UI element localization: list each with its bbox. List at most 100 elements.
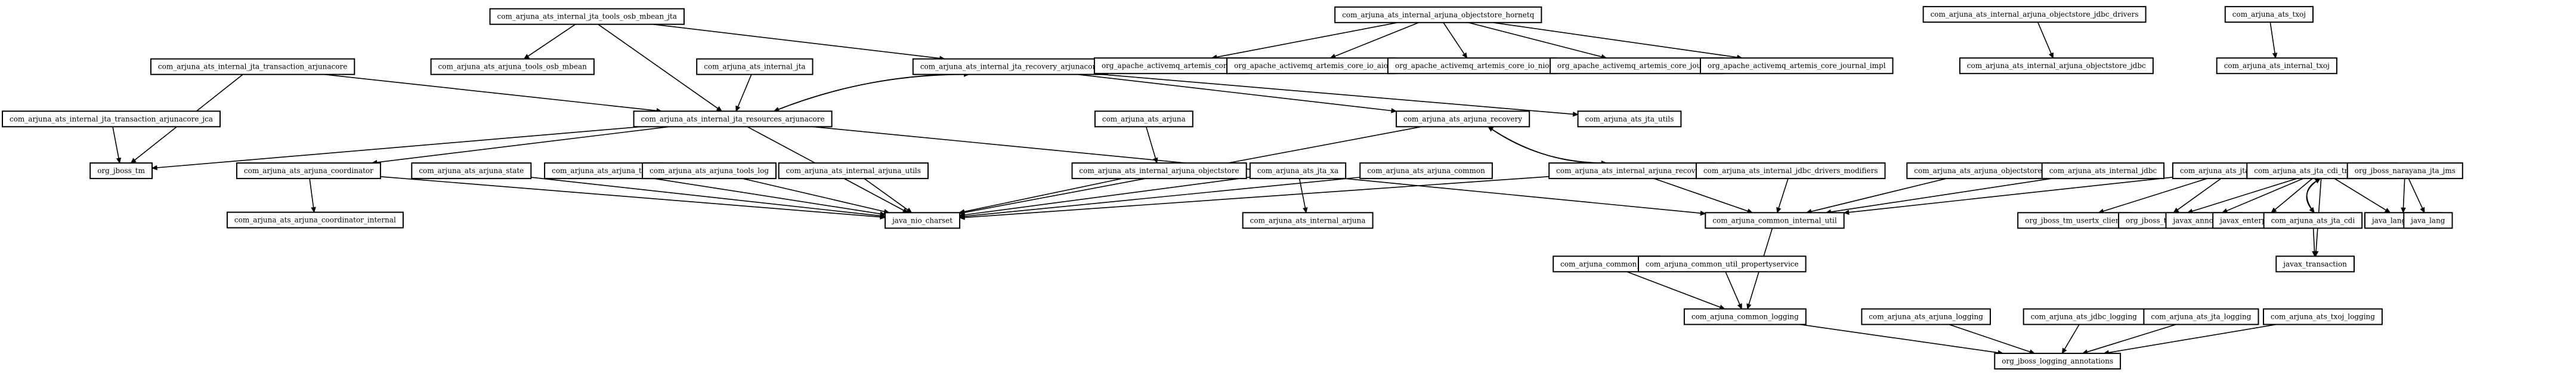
arrowhead — [2401, 207, 2406, 214]
package-node: com_arjuna_ats_internal_arjuna_objectsto… — [1334, 6, 1542, 23]
dependency-edge — [151, 126, 642, 171]
edge-line — [1949, 323, 2030, 353]
package-node: org_jboss_logging_annotations — [1994, 353, 2122, 370]
package-node: com_arjuna_ats_internal_arjuna_objectsto… — [1959, 57, 2154, 75]
package-node: com_arjuna_ats_internal_jta_resources_ar… — [633, 110, 833, 128]
node-box — [2041, 162, 2165, 180]
dependency-edge — [958, 176, 1550, 220]
dependency-edge — [1653, 178, 1754, 214]
package-node: com_arjuna_ats_arjuna_tools_osb_mbean — [430, 58, 595, 75]
dependency-edge — [774, 72, 970, 112]
package-node: com_arjuna_ats_arjuna_coordinator — [236, 162, 381, 180]
node-label: java_nio_charset — [891, 216, 953, 224]
edge-line — [964, 176, 1550, 218]
package-node: com_arjuna_ats_internal_jta_recovery_arj… — [912, 58, 1108, 75]
package-node: com_arjuna_common_util_propertyservice — [1638, 255, 1807, 273]
edge-line — [964, 177, 1360, 217]
package-node: org_apache_activemq_artemis_core_journal… — [1700, 57, 1894, 75]
edge-line — [527, 24, 576, 57]
package-node: com_arjuna_ats_internal_arjuna_utils — [778, 162, 929, 180]
node-label: javax_transaction — [2282, 260, 2347, 268]
node-box — [1396, 110, 1530, 128]
package-node: com_arjuna_ats_internal_jta — [696, 58, 814, 75]
dependency-edge — [2103, 323, 2277, 355]
edge-line — [778, 73, 969, 110]
package-node: com_arjuna_ats_arjuna_common — [1359, 162, 1493, 180]
arrowhead — [906, 207, 913, 214]
edge-line — [2402, 178, 2405, 208]
node-label: org_jboss_tm — [97, 167, 145, 175]
edge-line — [1626, 271, 1721, 308]
node-label: com_arjuna_ats_internal_txoj — [2224, 61, 2330, 70]
arrowhead — [1700, 210, 1706, 216]
node-label: com_arjuna_ats_internal_jdbc — [2049, 167, 2157, 175]
node-label: com_arjuna_ats_jta_xa — [1257, 167, 1338, 175]
dependency-edge — [1487, 126, 1607, 164]
dependency-edge — [1825, 178, 2052, 215]
node-box — [885, 212, 961, 229]
edge-line — [309, 178, 314, 208]
node-label: org_apache_activemq_artemis_core_io_aio — [1234, 61, 1388, 70]
node-box — [1334, 6, 1542, 23]
package-node: org_jboss_tm — [89, 162, 153, 180]
dependency-edge — [958, 178, 1122, 214]
node-label: com_arjuna_ats_arjuna_coordinator_intern… — [234, 216, 396, 224]
dependency-edge — [1799, 323, 2004, 356]
package-node: com_arjuna_ats_internal_arjuna — [1242, 212, 1374, 229]
arrowhead — [958, 209, 965, 214]
dependency-edge — [2312, 228, 2317, 257]
edge-line — [1216, 22, 1398, 58]
arrowhead — [1303, 207, 1308, 214]
dependency-edge — [380, 176, 886, 220]
arrowhead — [1487, 126, 1494, 132]
package-node: com_arjuna_ats_jta_utils — [1577, 110, 1682, 128]
arrowhead — [1572, 111, 1579, 117]
package-node: com_arjuna_ats_jta_cdi — [2263, 212, 2363, 229]
node-box — [1861, 308, 1991, 325]
edge-line — [598, 24, 718, 109]
edge-line — [376, 126, 670, 163]
node-label: com_arjuna_ats_arjuna_tools — [552, 167, 656, 175]
edge-line — [737, 74, 752, 107]
package-node: com_arjuna_ats_arjuna_state — [411, 162, 532, 180]
node-box — [1700, 57, 1894, 75]
package-node: com_arjuna_ats_internal_arjuna_objectsto… — [1071, 162, 1247, 180]
dependency-edge — [2271, 178, 2313, 214]
node-label: com_arjuna_ats_internal_arjuna_objectsto… — [1931, 10, 2139, 19]
edge-line — [1443, 22, 1465, 55]
edge-line — [1077, 73, 1392, 112]
arrowhead — [2048, 52, 2054, 59]
edge-line — [653, 178, 881, 215]
node-box — [1093, 57, 1249, 75]
edge-line — [2312, 228, 2315, 252]
package-node: com_arjuna_ats_internal_arjuna_objectsto… — [1922, 6, 2147, 23]
node-box — [778, 162, 929, 180]
node-box — [1550, 57, 1724, 75]
node-label: java_lang — [2410, 216, 2445, 224]
edge-line — [1799, 323, 1999, 353]
edge-line — [1653, 178, 1748, 212]
dependency-edge — [1626, 271, 1725, 310]
node-label: com_arjuna_ats_arjuna_tools_log — [650, 167, 769, 175]
package-node: com_arjuna_ats_arjuna_recovery — [1396, 110, 1530, 128]
node-label: com_arjuna_ats_arjuna_recovery — [1403, 115, 1522, 123]
dependency-edge — [2408, 178, 2425, 214]
node-box — [2017, 212, 2131, 229]
node-box — [1705, 212, 1845, 229]
edge-line — [1492, 129, 1607, 164]
node-box — [2275, 255, 2355, 273]
node-label: com_arjuna_common_internal_util — [1712, 216, 1837, 224]
edge-line — [531, 177, 881, 217]
node-label: com_arjuna_ats_internal_jta_tools_osb_mb… — [497, 13, 676, 21]
dependency-edge — [1949, 323, 2036, 355]
dependency-edge — [1805, 178, 1947, 214]
node-box — [2, 110, 221, 128]
dependency-edge — [309, 178, 316, 213]
node-label: com_arjuna_ats_arjuna_coordinator — [244, 167, 373, 175]
node-label: org_jboss_tm_usertx_client — [2025, 216, 2123, 224]
edge-line — [2037, 21, 2052, 54]
arrowhead — [1843, 209, 1850, 215]
package-node: com_arjuna_ats_arjuna — [1094, 110, 1193, 128]
node-box — [430, 58, 595, 75]
